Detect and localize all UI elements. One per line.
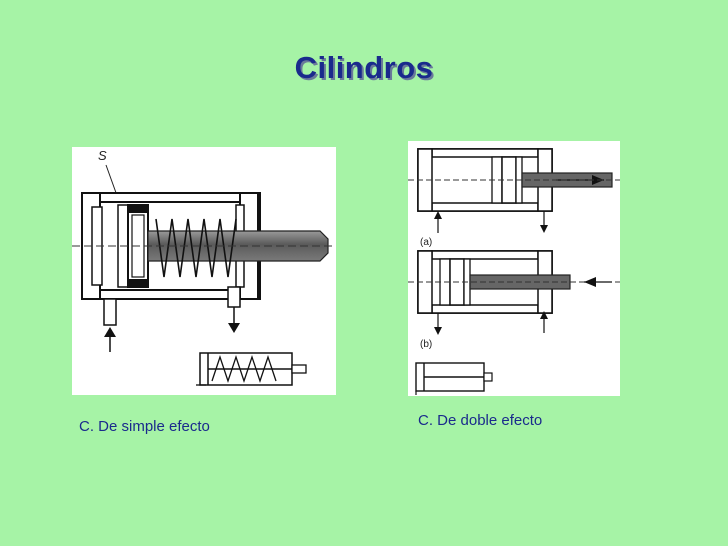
single-acting-symbol-icon <box>196 352 307 386</box>
return-spring <box>155 218 237 278</box>
double-acting-cylinder-svg: (a) (b) <box>408 148 620 395</box>
cylinder-a <box>408 148 620 233</box>
outlet-a-arrow-icon <box>540 225 548 233</box>
outlet-b-arrow-icon <box>434 327 442 335</box>
outlet-arrow-icon <box>228 323 240 333</box>
inlet-b-arrow-icon <box>540 311 548 319</box>
double-acting-caption: C. De doble efecto <box>418 412 543 429</box>
label-b: (b) <box>420 339 432 350</box>
double-acting-cylinder-diagram: (a) (b) <box>408 141 620 396</box>
single-acting-cylinder-diagram: S <box>72 147 336 395</box>
slide-title: Cilindros <box>294 50 434 85</box>
double-acting-symbol-icon <box>415 362 493 395</box>
label-a: (a) <box>420 237 432 248</box>
single-acting-caption: C. De simple efecto <box>79 418 210 435</box>
inlet-arrow-icon <box>104 327 116 337</box>
cylinder-b <box>408 250 620 335</box>
inlet-a-arrow-icon <box>434 211 442 219</box>
single-acting-cylinder-svg: S <box>72 148 336 386</box>
seal-label: S <box>98 148 107 163</box>
retract-arrow-icon <box>584 277 596 287</box>
